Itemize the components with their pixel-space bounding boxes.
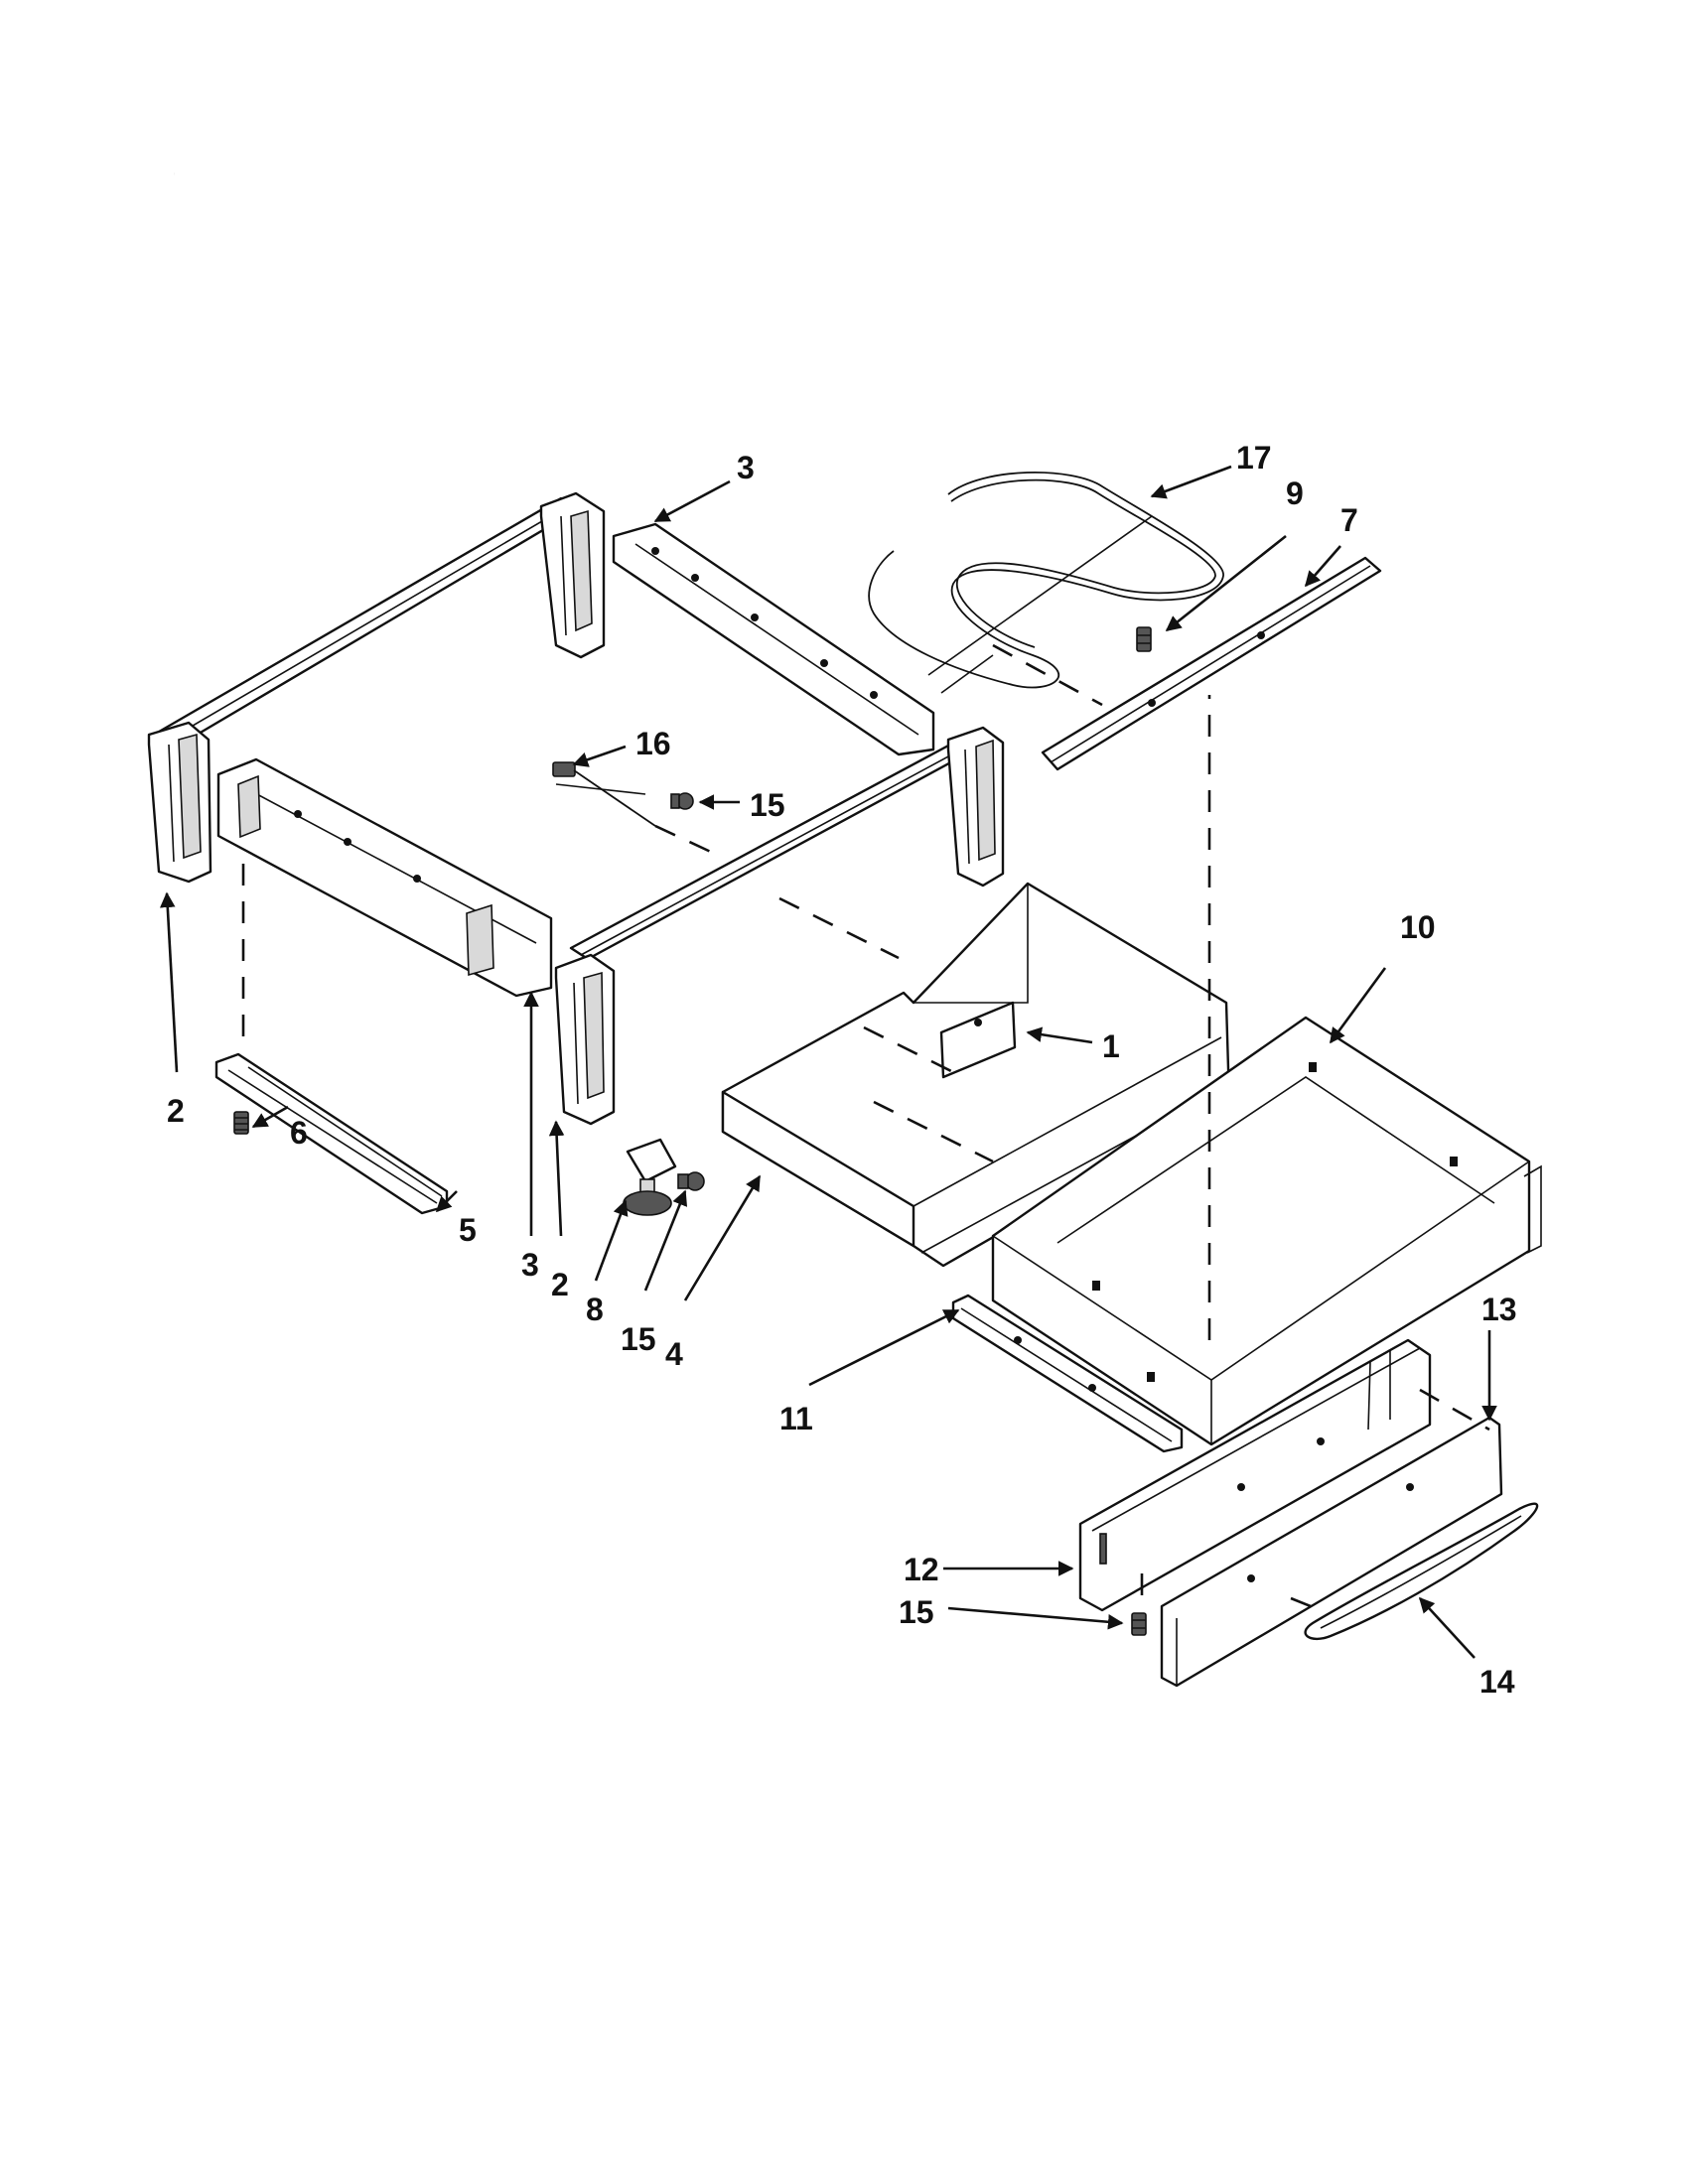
frame-assembly <box>147 491 1005 1126</box>
callout-3-top: 3 <box>737 450 755 485</box>
part-9-screw <box>1136 626 1152 652</box>
part-5-rail <box>214 1052 449 1215</box>
leader-arrows <box>159 465 1497 1659</box>
part-16-sensor <box>552 761 656 827</box>
leader-8 <box>594 1199 629 1282</box>
leader-17 <box>1150 465 1232 499</box>
callout-4: 4 <box>665 1336 683 1372</box>
callout-17: 17 <box>1236 440 1272 476</box>
callout-9: 9 <box>1286 476 1304 511</box>
callout-2-left: 2 <box>167 1093 185 1129</box>
part-8-leveling-leg <box>623 1138 677 1216</box>
leader-15b <box>643 1189 688 1292</box>
leader-6 <box>251 1105 289 1129</box>
rear-crossmember <box>612 522 935 756</box>
part-12-front-frame <box>1078 1338 1432 1612</box>
leader-9 <box>1165 534 1287 632</box>
leader-2-left <box>159 891 179 1073</box>
callout-15c: 15 <box>899 1594 934 1630</box>
callout-16: 16 <box>635 726 671 761</box>
callout-labels: 17 3 9 7 16 15 10 1 2 6 5 3 2 8 15 4 13 … <box>167 440 1517 1700</box>
side-rail-right <box>569 728 995 961</box>
leader-1 <box>1026 1026 1093 1044</box>
callout-13: 13 <box>1481 1292 1517 1327</box>
leader-7 <box>1304 545 1341 588</box>
callout-8: 8 <box>586 1292 604 1327</box>
leader-4 <box>683 1174 762 1301</box>
callout-12: 12 <box>904 1552 939 1587</box>
callout-11: 11 <box>779 1401 813 1436</box>
part-15-screw-mid <box>677 1171 705 1191</box>
leader-15c <box>947 1606 1124 1630</box>
part-17-heating-element <box>868 472 1224 694</box>
callout-14: 14 <box>1479 1664 1515 1700</box>
callout-5: 5 <box>459 1212 477 1248</box>
part-14-handle <box>1304 1502 1539 1641</box>
callout-7: 7 <box>1340 502 1358 538</box>
callout-15a: 15 <box>750 787 785 823</box>
leader-10 <box>1329 967 1387 1044</box>
leader-5 <box>435 1190 458 1213</box>
leader-11 <box>808 1308 960 1387</box>
part-1-cover <box>939 1001 1017 1079</box>
callout-1: 1 <box>1102 1028 1120 1064</box>
front-crossmember <box>216 757 553 998</box>
callout-15b: 15 <box>621 1321 656 1357</box>
callout-10: 10 <box>1400 909 1436 945</box>
part-15-screw-bottom <box>1131 1612 1147 1636</box>
part-6-screw <box>233 1111 249 1135</box>
callout-3-bottom: 3 <box>521 1247 539 1283</box>
part-15-screw-top <box>670 792 694 810</box>
alignment-lines <box>241 643 1490 1610</box>
callout-6: 6 <box>290 1115 308 1151</box>
part-10-drawer-box <box>991 1016 1542 1446</box>
part-7-bracket <box>1041 556 1382 771</box>
leader-2-mid <box>548 1120 565 1237</box>
leader-14 <box>1418 1596 1476 1659</box>
leader-16 <box>572 745 627 767</box>
leader-3-top <box>653 479 731 523</box>
callout-2-mid: 2 <box>551 1267 569 1302</box>
